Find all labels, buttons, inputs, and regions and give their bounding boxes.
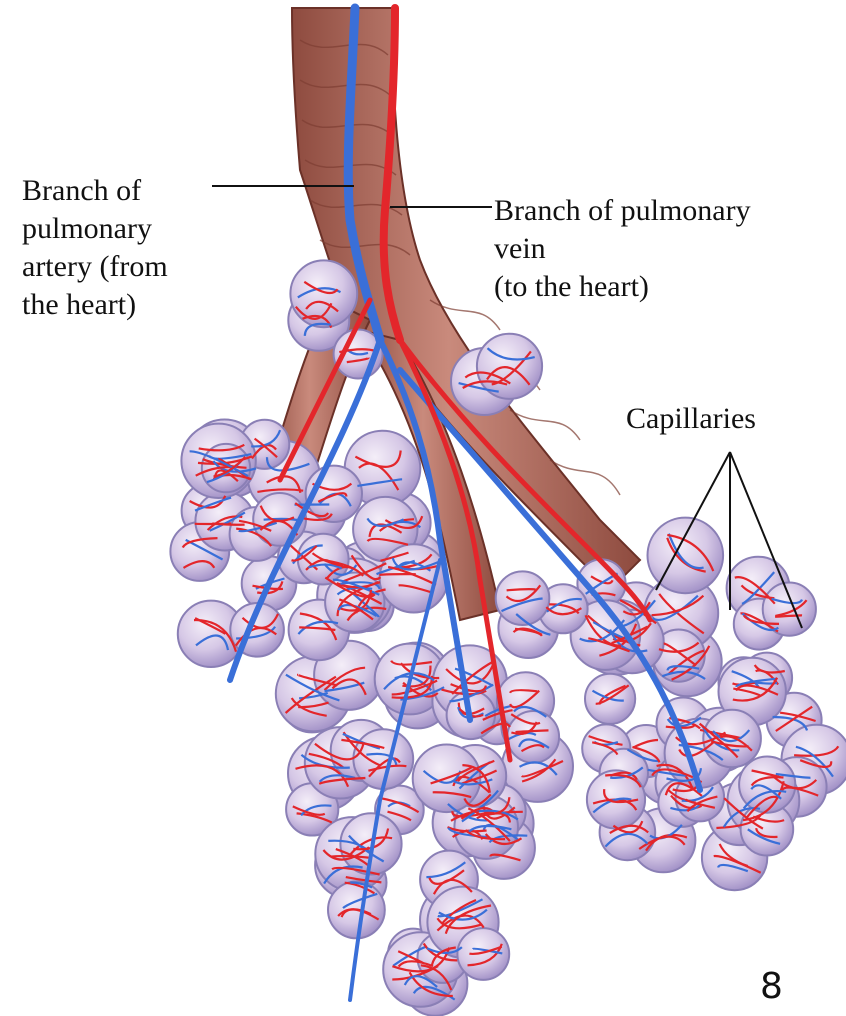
- alveolus: [648, 518, 724, 594]
- capillary: [507, 589, 536, 590]
- capillaries-label: Capillaries: [626, 400, 756, 438]
- alveoli-clusters: [170, 260, 846, 1015]
- page-number: 8: [760, 966, 783, 1007]
- capillary: [212, 524, 244, 525]
- pulmonary-artery-label: Branch of pulmonary artery (from the hea…: [22, 172, 168, 324]
- alveolus: [380, 544, 448, 612]
- pulmonary-vein-label: Branch of pulmonary vein (to the heart): [494, 192, 751, 306]
